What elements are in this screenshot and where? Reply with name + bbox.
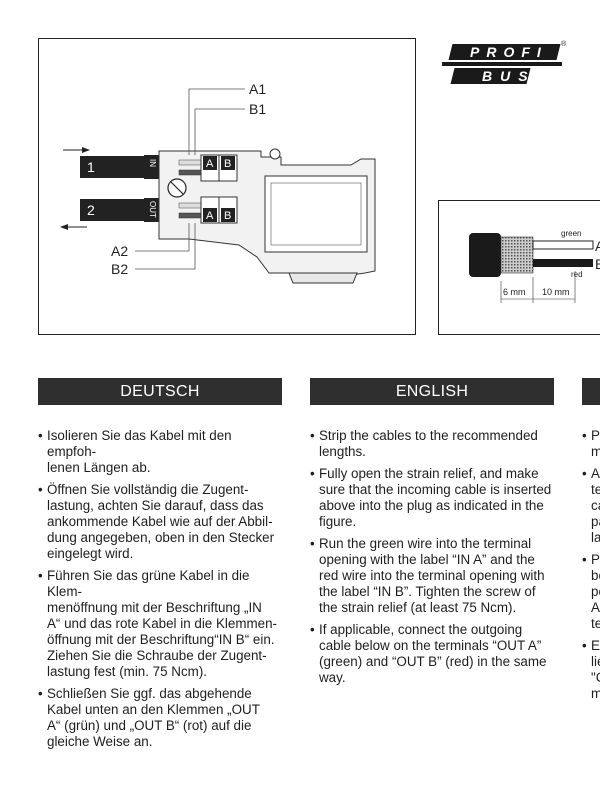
wire-a-label: A	[595, 238, 600, 254]
connector-diagram: 1 2 IN OUT A B A B	[38, 38, 416, 335]
terminal-out-b-label: B	[224, 210, 231, 222]
cable-1-number: 1	[87, 159, 95, 175]
out-label: OUT	[148, 201, 157, 218]
list-item: Run the green wire into the terminal ope…	[310, 536, 560, 616]
list-item: Pa bo po Ap te	[582, 552, 600, 632]
instructions-third: Pe m Al te ca pa la Pa bo po Ap te En li…	[582, 428, 600, 708]
cable-jacket	[469, 233, 501, 277]
dimension-10mm: 10 mm	[542, 287, 570, 297]
wire-red	[533, 259, 593, 267]
logo-graphic: PROFI BUS ®	[442, 40, 567, 84]
instructions-english: Strip the cables to the recommended leng…	[310, 428, 560, 692]
logo-text-profi: PROFI	[470, 44, 548, 60]
stripping-drawing: green red A B 6 mm 10 mm	[469, 229, 600, 303]
cable-2	[80, 199, 160, 221]
callout-b1: B1	[249, 101, 266, 117]
profibus-logo: PROFI BUS ®	[440, 38, 570, 90]
stripping-diagram: green red A B 6 mm 10 mm	[438, 200, 600, 335]
callout-a1: A1	[249, 81, 266, 97]
connector-drawing: 1 2 IN OUT A B A B	[60, 81, 376, 284]
terminal-in-b-label: B	[224, 158, 231, 170]
callout-b2: B2	[111, 261, 128, 277]
list-item: Strip the cables to the recommended leng…	[310, 428, 560, 460]
terminal-in-a-label: A	[206, 158, 214, 170]
logo-text-bus: BUS	[482, 68, 536, 84]
dimension-6mm: 6 mm	[503, 287, 526, 297]
in-label: IN	[148, 159, 157, 167]
cable-shield	[500, 236, 534, 274]
wire-green	[532, 240, 594, 250]
instructions-deutsch: Isolieren Sie das Kabel mit den empfoh- …	[38, 428, 283, 756]
wire-red-label: red	[571, 270, 583, 279]
cable-2-number: 2	[87, 202, 95, 218]
list-item: Isolieren Sie das Kabel mit den empfoh- …	[38, 428, 283, 476]
list-item: Pe m	[582, 428, 600, 460]
registered-mark: ®	[561, 40, 567, 48]
list-item: En lie "C m	[582, 638, 600, 702]
list-item: If applicable, connect the outgoing cabl…	[310, 622, 560, 686]
wire-green-label: green	[561, 229, 581, 238]
terminal-out-a-label: A	[206, 210, 214, 222]
section-header-deutsch: DEUTSCH	[38, 378, 282, 405]
section-header-english: ENGLISH	[310, 378, 554, 405]
section-header-third	[582, 378, 600, 405]
list-item: Öffnen Sie vollständig die Zugent- lastu…	[38, 482, 283, 562]
dsub-plug	[288, 272, 358, 284]
callout-a2: A2	[111, 243, 128, 259]
list-item: Führen Sie das grüne Kabel in die Klem- …	[38, 568, 283, 680]
wire-b-label: B	[595, 256, 600, 272]
housing-lug	[269, 148, 281, 160]
cable-1	[80, 156, 160, 178]
list-item: Fully open the strain relief, and make s…	[310, 466, 560, 530]
list-item: Al te ca pa la	[582, 466, 600, 546]
list-item: Schließen Sie ggf. das abgehende Kabel u…	[38, 686, 283, 750]
